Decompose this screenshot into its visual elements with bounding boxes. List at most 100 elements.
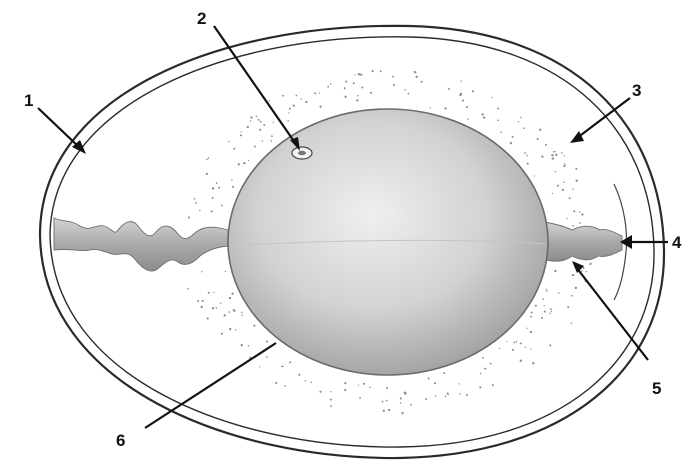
speckle-dot [253,325,255,327]
speckle-dot [380,70,382,72]
speckle-dot [590,263,592,265]
right-chalaza [544,222,622,261]
speckle-dot [305,380,306,381]
speckle-dot [259,129,261,131]
speckle-dot [563,165,565,167]
speckle-dot [535,305,537,307]
speckle-dot [425,398,427,400]
speckle-dot [480,373,482,375]
speckle-dot [564,155,565,156]
speckle-dot [576,180,578,182]
speckle-dot [571,322,572,323]
speckle-dot [235,329,236,330]
speckle-dot [359,397,361,399]
speckle-dot [187,288,189,290]
speckle-dot [558,292,560,294]
speckle-dot [231,179,232,180]
speckle-dot [282,366,283,367]
speckle-dot [526,328,527,329]
germinal-disc-core [298,151,306,155]
speckle-dot [447,392,449,394]
speckle-dot [207,317,209,319]
speckle-dot [287,120,289,122]
speckle-dot [466,394,468,396]
speckle-dot [221,333,223,335]
speckle-dot [581,213,583,215]
speckle-dot [240,134,242,136]
speckle-dot [518,121,519,122]
speckle-dot [310,382,312,384]
speckle-dot [482,357,484,359]
speckle-dot [460,93,462,95]
speckle-dot [330,399,332,401]
speckle-dot [557,185,559,187]
speckle-dot [369,387,370,388]
speckle-dot [215,307,217,309]
speckle-dot [363,383,365,385]
speckle-dot [357,95,358,96]
speckle-dot [466,106,468,108]
speckle-dot [537,138,539,140]
speckle-dot [530,331,532,333]
speckle-dot [555,154,557,156]
speckle-dot [356,99,358,101]
speckle-dot [370,92,372,94]
speckle-dot [500,132,502,134]
speckle-dot [305,101,307,103]
speckle-dot [461,80,462,81]
speckle-dot [552,193,553,194]
speckle-dot [354,74,355,75]
speckle-dot [282,95,284,97]
speckle-dot [563,181,565,183]
speckle-dot [232,186,234,188]
speckle-dot [250,120,251,121]
speckle-dot [544,305,545,306]
speckle-dot [212,307,214,309]
speckle-dot [284,385,286,387]
speckle-dot [549,344,551,346]
speckle-dot [262,140,264,142]
speckle-dot [301,98,302,99]
speckle-dot [298,374,300,376]
speckle-dot [497,119,499,121]
speckle-dot [472,90,474,92]
speckle-dot [260,121,262,123]
speckle-dot [583,267,585,269]
speckle-dot [270,140,272,142]
speckle-dot [513,342,515,344]
speckle-dot [248,345,250,347]
speckle-dot [319,105,321,107]
speckle-dot [361,86,363,88]
speckle-dot [506,341,507,342]
speckle-dot [572,225,574,227]
speckle-dot [553,151,555,153]
speckle-dot [382,401,384,403]
speckle-dot [573,210,575,212]
speckle-dot [241,312,242,313]
speckle-dot [497,108,499,110]
speckle-dot [233,148,235,150]
label-5: 5 [652,379,661,398]
speckle-dot [231,293,233,295]
speckle-dot [430,107,431,108]
speckle-dot [545,144,547,146]
speckle-dot [259,366,260,367]
speckle-dot [228,141,229,142]
speckle-dot [567,306,569,308]
leader-6 [145,343,276,428]
speckle-dot [566,218,567,219]
speckle-dot [330,405,332,407]
speckle-dot [551,154,553,156]
speckle-dot [388,409,390,411]
speckle-dot [206,173,208,175]
speckle-dot [479,386,481,388]
speckle-dot [327,86,329,88]
speckle-dot [208,157,210,159]
speckle-dot [555,151,556,152]
speckle-dot [345,80,347,82]
speckle-dot [586,271,587,272]
speckle-dot [546,289,547,290]
speckle-dot [229,328,231,330]
speckle-dot [541,317,543,319]
speckle-dot [467,118,468,119]
